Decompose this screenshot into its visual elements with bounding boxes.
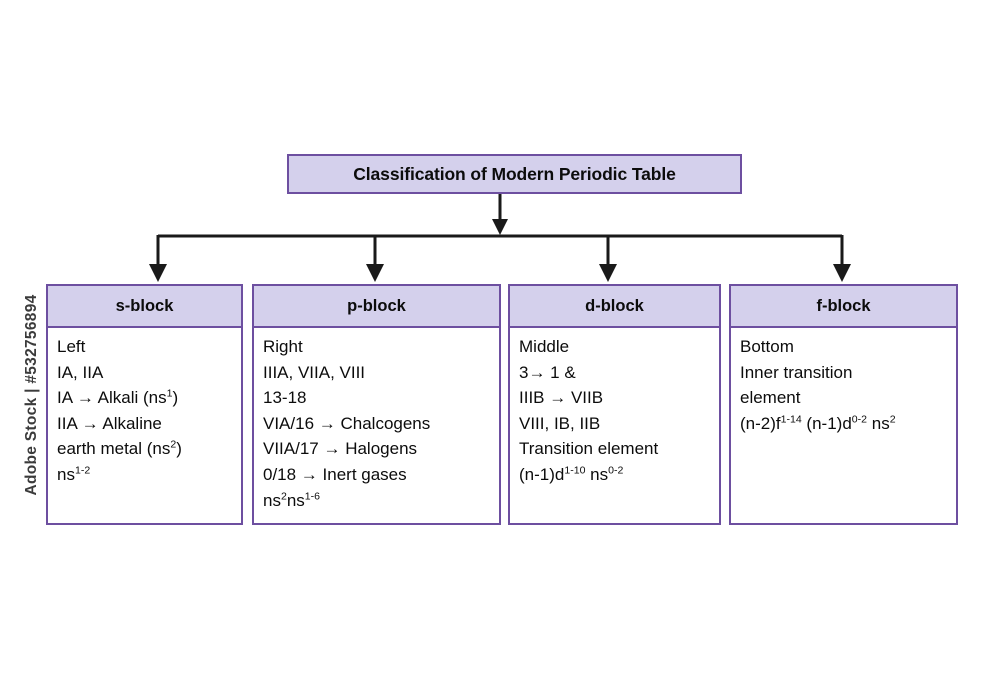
block-line: Transition element [519,439,659,459]
block-line: Bottom [740,337,794,356]
block-line: Left [57,337,86,356]
block-line: VIA/16 → Chalcogens [263,413,431,433]
block-column-s-block: s-block Left IA, IIA IA → Alkali (ns1) I… [46,284,243,525]
block-line: IA, IIA [57,362,104,382]
block-line: (n-2)f1-14 (n-1)d0-2 ns2 [740,413,896,433]
block-line: element [740,388,801,408]
block-header-label-f-block: f-block [816,296,871,315]
title-node: Classification of Modern Periodic Table [287,154,742,194]
block-header-label-p-block: p-block [347,296,406,315]
block-header-label-s-block: s-block [115,296,174,315]
block-header-s-block: s-block [46,284,243,328]
block-line: IIIB → VIIB [519,388,604,408]
block-header-label-d-block: d-block [585,296,644,315]
arrowhead-d-block [599,264,617,282]
block-line: VIII, IB, IIB [519,413,601,433]
block-column-p-block: p-block Right IIIA, VIIA, VIII 13-18 VIA… [252,284,501,525]
block-body-s-block: Left IA, IIA IA → Alkali (ns1) IIA → Alk… [46,328,243,525]
block-header-p-block: p-block [252,284,501,328]
block-line: 13-18 [263,388,307,408]
arrowhead-p-block [366,264,384,282]
arrowhead-s-block [149,264,167,282]
block-column-d-block: d-block Middle 3→ 1 & IIIB → VIIB VIII, … [508,284,721,525]
block-column-f-block: f-block Bottom Inner transition element … [729,284,958,525]
block-line: (n-1)d1-10 ns0-2 [519,464,624,484]
arrowhead-f-block [833,264,851,282]
block-line: IIA → Alkaline [57,413,162,433]
block-line: IIIA, VIIA, VIII [263,362,366,382]
block-line: VIIA/17 → Halogens [263,439,418,459]
block-header-f-block: f-block [729,284,958,328]
block-line: Right [263,337,303,356]
block-line: ns1-2 [57,464,91,484]
block-line: Middle [519,337,570,356]
block-header-d-block: d-block [508,284,721,328]
block-body-d-block: Middle 3→ 1 & IIIB → VIIB VIII, IB, IIB … [508,328,721,525]
arrowhead-title-stem [492,219,508,235]
block-line: Inner transition [740,362,853,382]
block-line: ns2ns1-6 [263,489,321,510]
title-node-label: Classification of Modern Periodic Table [353,163,676,184]
block-line: 3→ 1 & [519,362,576,382]
block-body-p-block: Right IIIA, VIIA, VIII 13-18 VIA/16 → Ch… [252,328,501,525]
block-line: IA → Alkali (ns1) [57,387,179,408]
block-line: earth metal (ns2) [57,438,182,459]
block-body-f-block: Bottom Inner transition element (n-2)f1-… [729,328,958,525]
block-line: 0/18 → Inert gases [263,464,407,484]
